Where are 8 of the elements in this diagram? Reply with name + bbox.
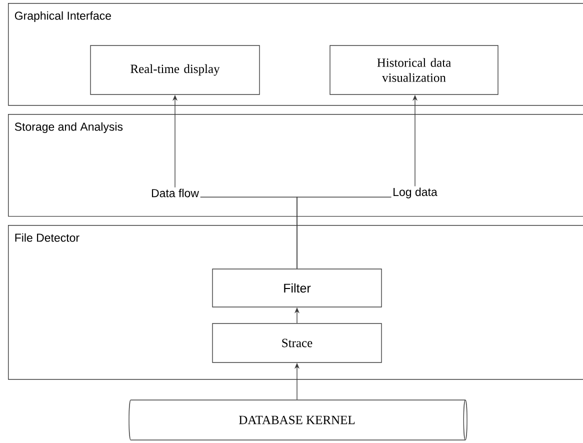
flow-label: Data flow [152,188,199,198]
process-box: Filter [212,268,382,308]
process-box: Strace [212,323,382,363]
flow-label: Log data [394,188,438,198]
process-box: Real-time display [90,45,260,95]
database-cylinder: DATABASE KERNEL [128,400,468,440]
process-box: Historical data visualization [330,45,498,95]
connector-line [296,196,392,269]
